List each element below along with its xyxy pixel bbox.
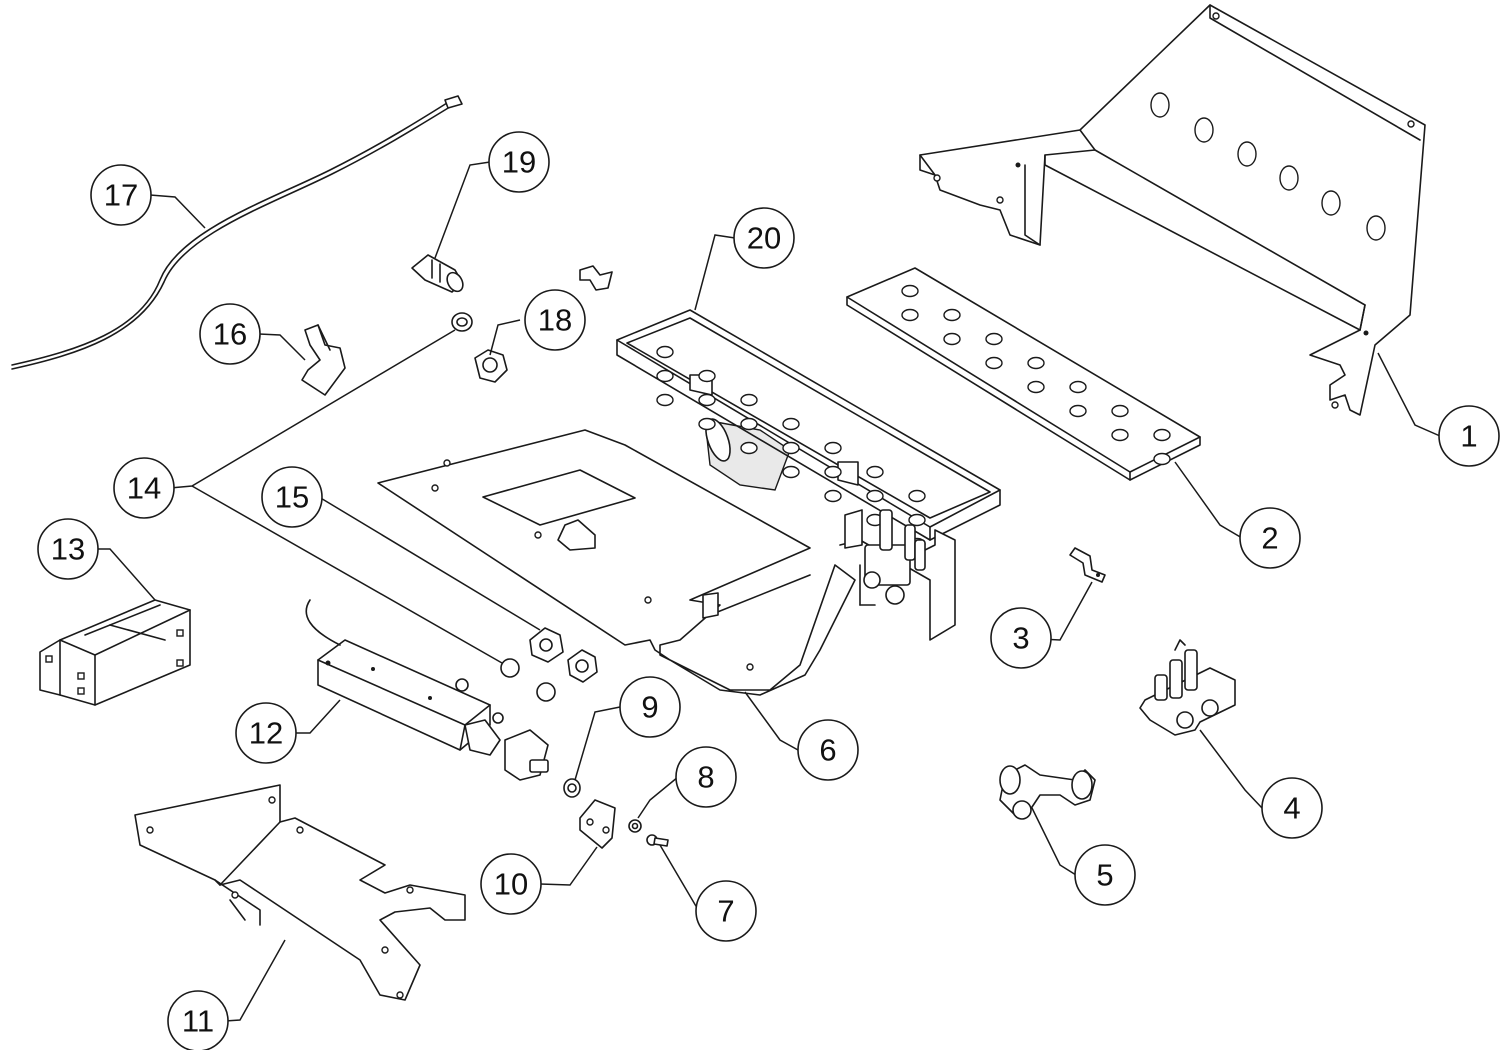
mounting-hole: [908, 513, 926, 527]
mounting-hole: [943, 332, 961, 346]
mounting-hole: [866, 465, 884, 479]
mounting-hole: [1153, 452, 1171, 466]
part-4-gas-valve: [1139, 639, 1236, 736]
callout-19-label: 19: [502, 145, 536, 180]
callout-2: 2: [1239, 507, 1301, 569]
part-10-bracket: [579, 799, 616, 849]
part-11-mounting-bracket: [134, 784, 466, 1001]
part-5-fitting: [999, 764, 1096, 820]
callout-7: 7: [695, 880, 757, 942]
part-14-nut-top: [451, 312, 473, 332]
mounting-hole: [782, 465, 800, 479]
part-13-bracket-box: [39, 599, 191, 706]
callout-11: 11: [167, 990, 229, 1050]
part-6-base-plate: [377, 429, 856, 696]
mounting-hole: [1111, 404, 1129, 418]
part-7-screw: [646, 834, 669, 847]
part-17-tube: [11, 95, 463, 370]
mounting-hole: [656, 369, 674, 383]
callout-3: 3: [990, 607, 1052, 669]
callout-12: 12: [235, 702, 297, 764]
callout-15-label: 15: [275, 480, 309, 515]
callout-9-label: 9: [641, 690, 658, 725]
callout-14: 14: [113, 457, 175, 519]
part-8-washer: [628, 819, 642, 833]
small-clip: [579, 265, 613, 291]
mounting-hole: [908, 489, 926, 503]
part-3-clip: [1069, 547, 1106, 583]
part-1-heat-shield: [919, 4, 1426, 416]
callout-15: 15: [261, 466, 323, 528]
callout-6: 6: [797, 719, 859, 781]
mounting-hole: [698, 393, 716, 407]
mounting-hole: [656, 393, 674, 407]
callout-1-label: 1: [1460, 419, 1477, 454]
part-18-nut: [474, 349, 508, 383]
valve-assembly-mounted: [839, 509, 956, 641]
callout-13-label: 13: [51, 532, 85, 567]
callout-11-label: 11: [182, 1004, 214, 1039]
callout-16: 16: [199, 303, 261, 365]
mounting-hole: [943, 308, 961, 322]
callout-14-label: 14: [127, 471, 161, 506]
part-9-nut: [563, 778, 581, 798]
mounting-hole: [824, 465, 842, 479]
part-19-connector: [411, 254, 464, 293]
leader-lines: [96, 161, 1441, 1022]
mounting-hole: [1153, 428, 1171, 442]
mounting-hole: [698, 417, 716, 431]
callout-10: 10: [480, 853, 542, 915]
mounting-hole: [782, 417, 800, 431]
callout-17: 17: [90, 164, 152, 226]
callout-4-label: 4: [1283, 791, 1300, 826]
callout-18-label: 18: [538, 303, 572, 338]
callout-10-label: 10: [494, 867, 528, 902]
mounting-hole: [901, 308, 919, 322]
mounting-hole: [985, 356, 1003, 370]
mounting-hole: [985, 332, 1003, 346]
callout-20-label: 20: [747, 221, 781, 256]
callout-6-label: 6: [819, 733, 836, 768]
callout-9: 9: [619, 676, 681, 738]
callout-7-label: 7: [717, 894, 734, 929]
mounting-hole: [901, 284, 919, 298]
callout-1: 1: [1438, 405, 1500, 467]
mounting-hole: [740, 417, 758, 431]
callout-3-label: 3: [1012, 621, 1029, 656]
part-16-clamp: [301, 324, 346, 396]
callout-8: 8: [675, 746, 737, 808]
callout-16-label: 16: [213, 317, 247, 352]
callout-8-label: 8: [697, 760, 714, 795]
mounting-hole: [824, 441, 842, 455]
callout-20: 20: [733, 207, 795, 269]
mounting-hole: [866, 489, 884, 503]
callout-5: 5: [1074, 844, 1136, 906]
callout-2-label: 2: [1261, 521, 1278, 556]
mounting-hole: [1027, 356, 1045, 370]
mounting-hole: [1111, 428, 1129, 442]
mounting-hole: [740, 393, 758, 407]
callout-12-label: 12: [249, 716, 283, 751]
callout-18: 18: [524, 289, 586, 351]
part-12-igniter: [305, 599, 549, 781]
callout-4: 4: [1261, 777, 1323, 839]
mounting-hole: [656, 345, 674, 359]
part-2-perforated-plate: [846, 267, 1201, 481]
part-20-burner-tray: [616, 309, 1001, 551]
mounting-hole: [1069, 404, 1087, 418]
mounting-hole: [782, 441, 800, 455]
mounting-hole: [824, 489, 842, 503]
mounting-hole: [1069, 380, 1087, 394]
part-14-15-fittings: [500, 627, 598, 702]
mounting-hole: [1027, 380, 1045, 394]
mounting-hole: [740, 441, 758, 455]
mounting-hole: [698, 369, 716, 383]
callout-13: 13: [37, 518, 99, 580]
callout-17-label: 17: [104, 178, 138, 213]
callout-19: 19: [488, 131, 550, 193]
callout-5-label: 5: [1096, 858, 1113, 893]
